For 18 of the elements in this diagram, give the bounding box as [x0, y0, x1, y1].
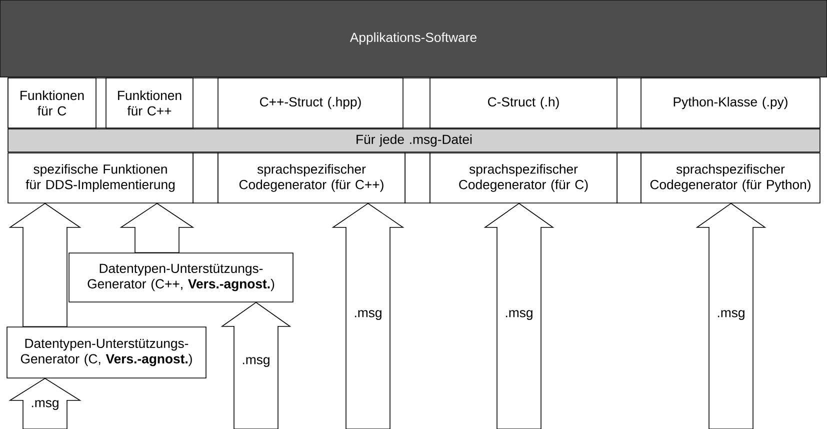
- component-box: Datentypen-Unterstützungs-Generator (C, Vers.-agnost.): [6, 326, 206, 378]
- component-box: Funktionen für C: [8, 78, 96, 128]
- component-box: Funktionen für C++: [106, 78, 194, 128]
- component-box: sprachspezifischer Codegenerator (für C++): [218, 152, 406, 204]
- edge-label: .msg: [716, 309, 746, 321]
- title-band: Applikations-Software: [0, 0, 827, 78]
- component-box: C-Struct (.h): [430, 78, 618, 128]
- header-band: Für jede .msg-Datei: [8, 128, 820, 152]
- edge-label: .msg: [30, 399, 60, 411]
- component-box: C++-Struct (.hpp): [218, 78, 404, 128]
- edge-label: .msg: [352, 309, 384, 321]
- edge-label: .msg: [504, 309, 534, 321]
- component-box: spezifische Funktionen für DDS-Implementierung: [8, 152, 194, 204]
- component-box: Datentypen-Unterstützungs-Generator (C++, Vers.-agnost.): [68, 252, 294, 302]
- edge-label: .msg: [240, 356, 272, 368]
- component-box: sprachspezifischer Codegenerator (für Python): [640, 152, 820, 204]
- component-box: sprachspezifischer Codegenerator (für C): [430, 152, 618, 204]
- component-box: Python-Klasse (.py): [640, 78, 820, 128]
